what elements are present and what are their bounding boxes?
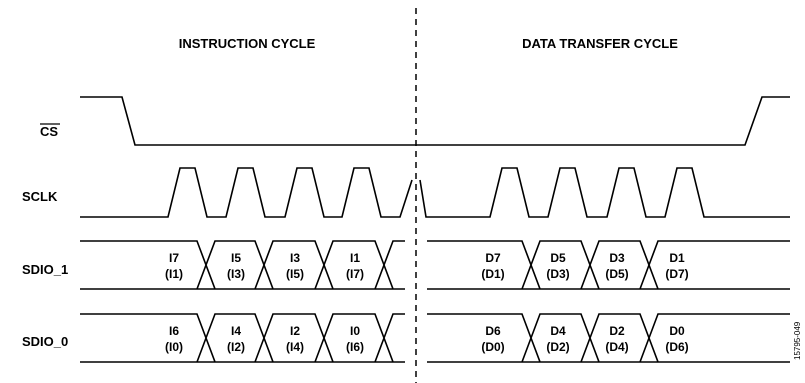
- cs-label: CS: [40, 124, 58, 139]
- sdio1-cell-labels: I7 (I1) I5 (I3) I3 (I5) I1 (I7) D7 (D1) D5 (D3) D3 (D…: [165, 251, 689, 281]
- sdio1-cell-6-top: D5: [550, 251, 566, 265]
- sdio1-label: SDIO_1: [22, 262, 68, 277]
- sclk-waveform: [80, 167, 413, 218]
- sdio0-cell-5-top: D6: [485, 324, 501, 338]
- sdio1-cell-8-top: D1: [669, 251, 685, 265]
- sdio1-cell-2-bottom: (I3): [227, 267, 245, 281]
- sdio0-cell-3-bottom: (I4): [286, 340, 304, 354]
- sdio1-cell-4-bottom: (I7): [346, 267, 364, 281]
- sdio0-cell-7-bottom: (D4): [605, 340, 628, 354]
- sdio1-cell-1-top: I7: [169, 251, 179, 265]
- sdio1-cell-1-bottom: (I1): [165, 267, 183, 281]
- sdio1-cell-7-bottom: (D5): [605, 267, 628, 281]
- sclk-label: SCLK: [22, 189, 58, 204]
- sdio0-label: SDIO_0: [22, 334, 68, 349]
- figure-id: 15795-049: [793, 321, 802, 360]
- sdio0-cell-7-top: D2: [609, 324, 625, 338]
- sdio0-cell-3-top: I2: [290, 324, 300, 338]
- data-transfer-cycle-header: DATA TRANSFER CYCLE: [522, 36, 678, 51]
- sdio0-bus: [80, 313, 790, 363]
- sdio0-cell-5-bottom: (D0): [481, 340, 504, 354]
- instruction-cycle-header: INSTRUCTION CYCLE: [179, 36, 316, 51]
- sdio0-cell-2-bottom: (I2): [227, 340, 245, 354]
- sdio0-cell-8-bottom: (D6): [665, 340, 688, 354]
- sdio1-cell-4-top: I1: [350, 251, 360, 265]
- sdio0-cell-6-bottom: (D2): [546, 340, 569, 354]
- sdio0-cell-4-top: I0: [350, 324, 360, 338]
- sdio0-cell-1-top: I6: [169, 324, 179, 338]
- sdio0-cell-1-bottom: (I0): [165, 340, 183, 354]
- sdio1-cell-6-bottom: (D3): [546, 267, 569, 281]
- sdio1-bus: [80, 240, 790, 290]
- sdio0-cell-8-top: D0: [669, 324, 685, 338]
- cs-waveform: [80, 96, 790, 146]
- sdio1-cell-8-bottom: (D7): [665, 267, 688, 281]
- sdio0-cell-labels: I6 (I0) I4 (I2) I2 (I4) I0 (I6) D6 (D0) D4 (D2) D2 (D…: [165, 324, 689, 354]
- sdio1-cell-5-top: D7: [485, 251, 501, 265]
- sdio1-cell-2-top: I5: [231, 251, 241, 265]
- sclk-waveform-data: [419, 167, 790, 218]
- sdio1-cell-3-top: I3: [290, 251, 300, 265]
- sdio0-cell-6-top: D4: [550, 324, 566, 338]
- sdio0-cell-4-bottom: (I6): [346, 340, 364, 354]
- sdio1-cell-7-top: D3: [609, 251, 625, 265]
- sdio1-cell-3-bottom: (I5): [286, 267, 304, 281]
- sdio0-cell-2-top: I4: [231, 324, 241, 338]
- sdio1-cell-5-bottom: (D1): [481, 267, 504, 281]
